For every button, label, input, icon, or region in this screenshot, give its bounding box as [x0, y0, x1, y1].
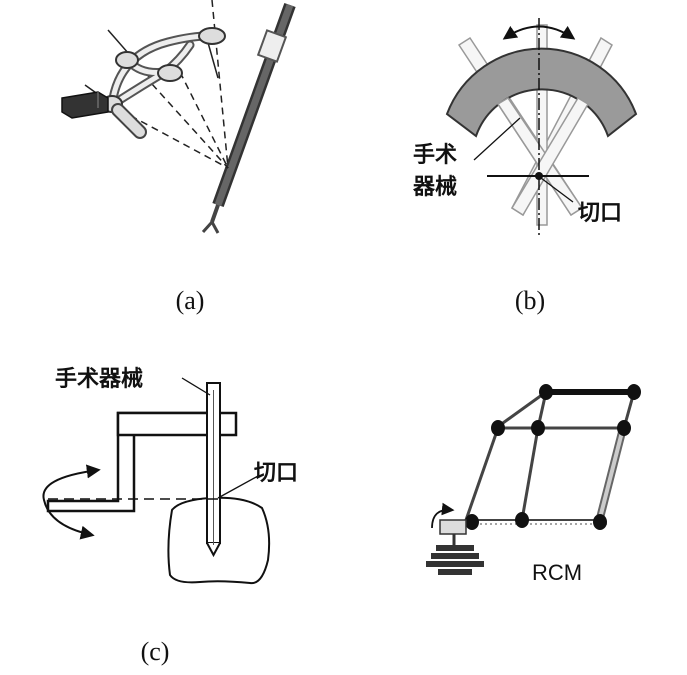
panel-b-instrument-label-2: 器械 — [412, 175, 457, 200]
panel-d-rotation-arrow — [431, 502, 455, 529]
panel-a-cylinder — [111, 103, 147, 139]
panel-d-diagram: RCM — [426, 384, 641, 585]
panel-b-instrument-leader — [473, 117, 521, 161]
panel-a-instrument-shaft — [201, 2, 296, 234]
panel-b-instrument-label-1: 手术 — [413, 143, 457, 168]
panel-d-rcm-label: RCM — [532, 560, 582, 585]
panel-b-arc-guide — [445, 47, 638, 138]
panel-a-motor — [61, 91, 109, 119]
panel-d-links — [464, 390, 636, 521]
panel-c-diagram: 手术器械 切口 (c) — [42, 367, 298, 666]
panel-d-instrument-slide — [596, 431, 626, 519]
panel-c-incision-label: 切口 — [254, 461, 298, 486]
panel-b-incision-leader — [540, 177, 574, 203]
panel-c-incision-leader — [217, 475, 259, 499]
panel-c-instrument-leader — [181, 377, 211, 396]
panel-b-rotation-arrow — [502, 25, 576, 40]
panel-c-caption: (c) — [141, 637, 170, 666]
panel-a-dashed-lines — [119, 0, 229, 169]
panel-b-incision-label: 切口 — [578, 201, 622, 226]
panel-a-caption: (a) — [176, 286, 205, 315]
panel-a-diagram: (a) — [61, 0, 296, 315]
panel-d-base — [426, 519, 484, 575]
panel-c-instrument-label: 手术器械 — [55, 367, 143, 392]
panel-b-caption: (b) — [515, 286, 545, 315]
panel-b-diagram: 手术 器械 切口 (b) — [412, 18, 638, 315]
panel-b-instrument-bars-front — [496, 96, 590, 217]
panel-c-instrument — [206, 382, 221, 558]
panel-d-joints — [465, 384, 641, 530]
panel-c-rotation-arrow — [42, 464, 101, 540]
